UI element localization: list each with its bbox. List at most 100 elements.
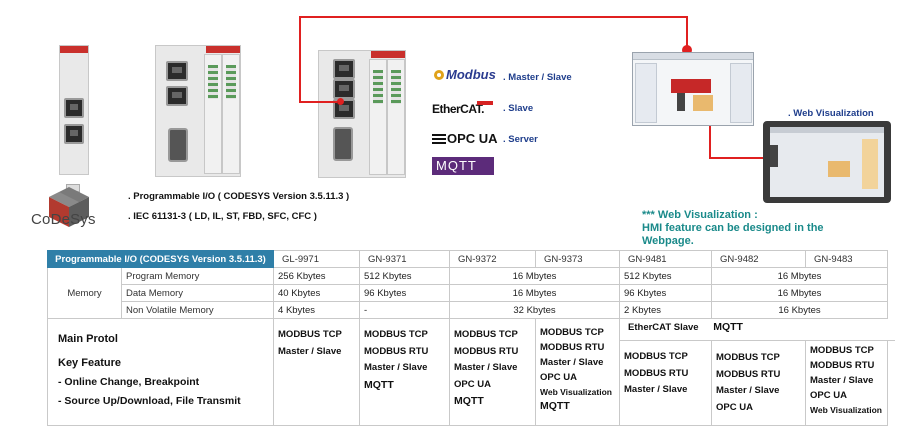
protocol-item: MODBUS RTU	[540, 342, 605, 353]
table-row: Memory Program Memory 256 Kbytes 512 Kby…	[47, 267, 889, 319]
web-visualization-note-line-1: *** Web Visualization :	[642, 209, 758, 221]
protocol-item: Master / Slave	[364, 362, 428, 373]
spec-table: Programmable I/O (CODESYS Version 3.5.11…	[46, 250, 896, 426]
iec-spec-line: . IEC 61131-3 ( LD, IL, ST, FBD, SFC, CF…	[128, 211, 317, 222]
table-title: Programmable I/O (CODESYS Version 3.5.11…	[46, 250, 275, 268]
protocol-item: OPC UA	[540, 372, 577, 383]
table-row: Non Volatile Memory 4 Kbytes - 32 Kbytes…	[48, 301, 889, 319]
hmi-web-visualization-screenshot	[763, 121, 891, 203]
protocol-item: Master / Slave	[454, 362, 518, 373]
ethercat-role: . Slave	[503, 103, 534, 114]
gn-9481-protocols-cell: EtherCAT Slave MQTT MODBUS TCP MODBUS RT…	[619, 318, 896, 426]
protocol-item: OPC UA	[810, 390, 847, 401]
connector-line	[709, 126, 711, 158]
model-header: GN-9481	[619, 250, 713, 268]
protocol-item: MODBUS TCP	[540, 327, 604, 338]
table-cell: 16 Mbytes	[449, 267, 621, 285]
protocol-item: MQTT	[364, 378, 394, 391]
gl-9971-module-image	[59, 45, 89, 208]
protocol-item: EtherCAT Slave	[628, 322, 699, 333]
connector-line	[299, 16, 687, 18]
protocol-item: OPC UA	[716, 401, 753, 413]
connector-line	[299, 101, 337, 103]
protocol-item: Master / Slave	[278, 345, 342, 357]
row-label: Program Memory	[120, 267, 275, 285]
protocol-item: Master / Slave	[540, 357, 604, 368]
table-cell: 512 Kbytes	[619, 267, 713, 285]
gn948x-common-protocols: EtherCAT Slave MQTT	[620, 319, 896, 341]
connector-line	[682, 45, 692, 55]
model-header: GL-9971	[273, 250, 361, 268]
table-cell: 2 Kbytes	[619, 301, 713, 319]
codesys-spec-line: . Programmable I/O ( CODESYS Version 3.5…	[128, 191, 350, 202]
gn-937x-module-image	[155, 45, 241, 177]
table-cell: 256 Kbytes	[273, 267, 361, 285]
codesys-logo-text: CoDeSys	[31, 211, 96, 228]
protocol-item: Web Visualization	[810, 405, 882, 415]
web-visualization-note-line-2: HMI feature can be designed in the	[642, 222, 824, 234]
table-cell: 512 Kbytes	[359, 267, 451, 285]
ethercat-logo: EtherCAT.	[432, 102, 484, 116]
gn-948x-module-image	[318, 50, 406, 178]
codesys-ide-screenshot	[632, 52, 754, 126]
protocol-item: OPC UA	[454, 378, 491, 390]
table-header-row: Programmable I/O (CODESYS Version 3.5.11…	[46, 250, 889, 268]
connector-line	[299, 16, 301, 102]
protocol-item: MODBUS TCP	[278, 329, 342, 340]
protocol-item: Web Visualization	[540, 387, 612, 397]
table-cell: 16 Mbytes	[711, 267, 889, 285]
gn-9371-protocols-cell: MODBUS TCP MODBUS RTU Master / Slave MQT…	[359, 318, 451, 426]
key-feature-item: - Source Up/Download, File Transmit	[58, 395, 241, 407]
modbus-gear-icon	[434, 70, 444, 80]
gl-9971-protocols-cell: MODBUS TCP Master / Slave	[273, 318, 361, 426]
model-header: GN-9372	[449, 250, 537, 268]
feature-row: Main Protol Key Feature - Online Change,…	[46, 318, 896, 426]
protocol-item: Master / Slave	[624, 384, 688, 395]
gn-9373-protocols-cell: MODBUS TCP MODBUS RTU Master / Slave OPC…	[535, 318, 621, 426]
connector-line	[337, 98, 344, 105]
table-cell: -	[359, 301, 451, 319]
table-cell: 96 Kbytes	[619, 284, 713, 302]
row-label: Non Volatile Memory	[120, 301, 275, 319]
protocol-item: MQTT	[540, 400, 570, 412]
key-feature-item: - Online Change, Breakpoint	[58, 376, 200, 388]
key-feature-title: Key Feature	[58, 357, 121, 369]
protocol-item: MODBUS TCP	[624, 351, 688, 362]
web-visualization-note-line-3: Webpage.	[642, 235, 694, 247]
protocol-item: MODBUS RTU	[624, 367, 689, 379]
web-visualization-label: . Web Visualization	[788, 108, 874, 119]
table-cell: 96 Kbytes	[359, 284, 451, 302]
protocol-item: MODBUS TCP	[364, 329, 428, 340]
gn-9372-protocols-cell: MODBUS TCP MODBUS RTU Master / Slave OPC…	[449, 318, 537, 426]
protocol-item: MODBUS RTU	[810, 360, 875, 371]
modbus-role: . Master / Slave	[503, 72, 572, 83]
table-cell: 4 Kbytes	[273, 301, 361, 319]
protocol-item: MQTT	[454, 395, 484, 407]
protocol-item: MQTT	[713, 321, 743, 333]
connector-line	[686, 16, 688, 51]
feature-description-cell: Main Protol Key Feature - Online Change,…	[46, 318, 275, 426]
protocol-item: MODBUS RTU	[716, 368, 781, 380]
protocol-item: MODBUS TCP	[454, 329, 518, 340]
main-protocol-title: Main Protol	[58, 333, 118, 345]
table-cell: 40 Kbytes	[273, 284, 361, 302]
model-header: GN-9371	[359, 250, 451, 268]
protocol-item: MODBUS RTU	[364, 345, 429, 357]
mqtt-logo: MQTT	[432, 157, 494, 175]
memory-group-label: Memory	[47, 267, 122, 319]
codesys-logo-icon	[49, 187, 89, 227]
model-header: GN-9482	[711, 250, 807, 268]
protocol-item: MODBUS TCP	[810, 345, 874, 356]
protocol-item: Master / Slave	[810, 375, 874, 386]
protocol-item: MODBUS TCP	[716, 352, 780, 363]
model-header: GN-9373	[535, 250, 621, 268]
connector-line	[709, 157, 765, 159]
table-row: Data Memory 40 Kbytes 96 Kbytes 16 Mbyte…	[48, 284, 889, 302]
table-cell: 32 Kbytes	[449, 301, 621, 319]
protocol-item: MODBUS RTU	[454, 345, 519, 357]
table-cell: 16 Mbytes	[711, 284, 889, 302]
table-cell: 16 Mbytes	[449, 284, 621, 302]
model-header: GN-9483	[805, 250, 889, 268]
ethercat-arrow-icon	[477, 101, 493, 105]
row-label: Data Memory	[120, 284, 275, 302]
